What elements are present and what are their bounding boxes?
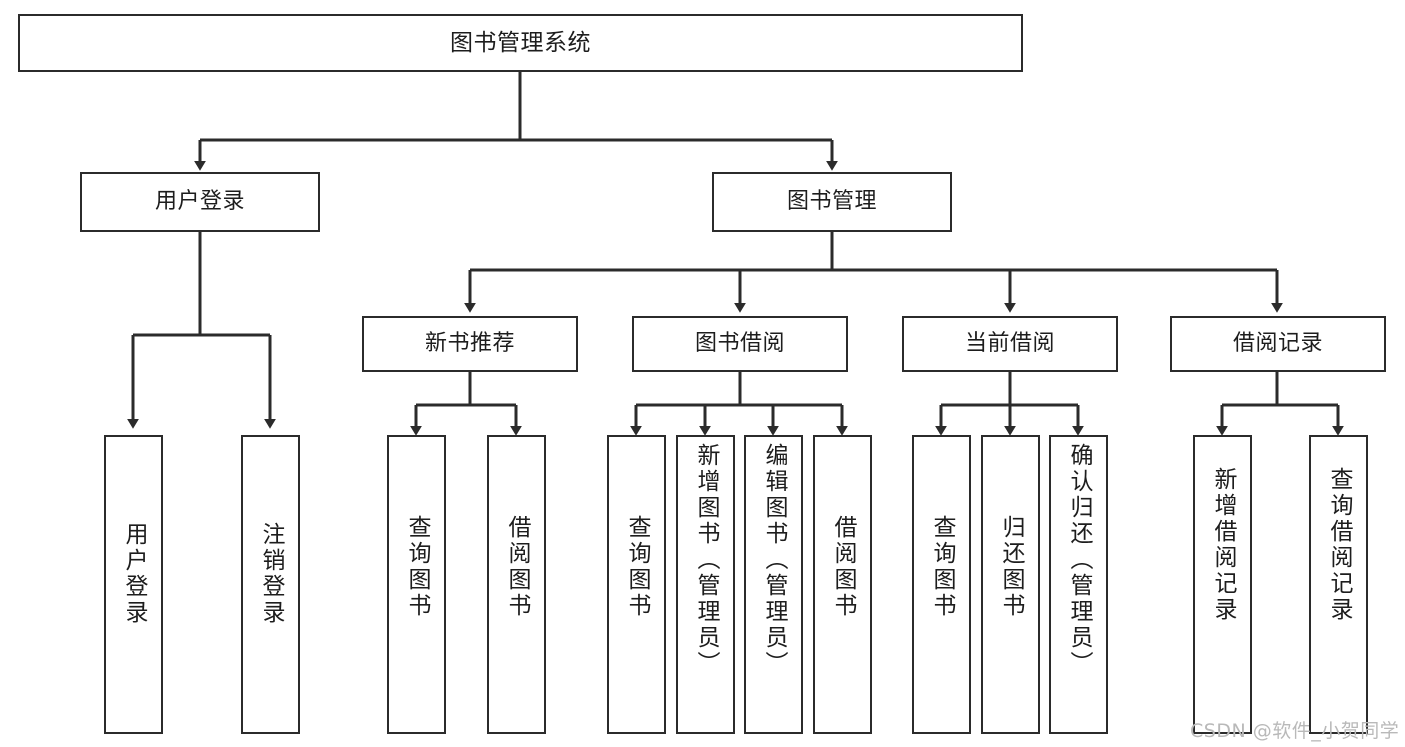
node-label: 新增图书（管理员） [693, 443, 719, 677]
leaf-user-login-login[interactable]: 用户登录 [104, 435, 163, 734]
node-label: 注销登录 [258, 522, 284, 626]
leaf-book-borrow-query-book[interactable]: 查询图书 [607, 435, 666, 734]
node-label: 图书借阅 [694, 330, 785, 356]
leaf-borrow-record-query-record[interactable]: 查询借阅记录 [1309, 435, 1368, 734]
node-label: 图书管理系统 [450, 29, 591, 56]
leaf-borrow-record-add-record[interactable]: 新增借阅记录 [1193, 435, 1252, 734]
node-label: 借阅图书 [504, 515, 530, 619]
node-label: 借阅记录 [1232, 330, 1323, 356]
node-label: 新书推荐 [424, 330, 515, 356]
leaf-book-borrow-borrow-book[interactable]: 借阅图书 [813, 435, 872, 734]
node-label: 用户登录 [154, 188, 245, 214]
leaf-book-borrow-edit-book-admin[interactable]: 编辑图书（管理员） [744, 435, 803, 734]
node-label: 查询借阅记录 [1326, 467, 1352, 623]
leaf-current-borrow-query-book[interactable]: 查询图书 [912, 435, 971, 734]
node-label: 图书管理 [786, 188, 877, 214]
leaf-user-login-logout[interactable]: 注销登录 [241, 435, 300, 734]
node-label: 当前借阅 [964, 330, 1055, 356]
node-label: 借阅图书 [830, 515, 856, 619]
node-label: 新增借阅记录 [1210, 467, 1236, 623]
node-label: 查询图书 [624, 515, 650, 619]
node-label: 查询图书 [929, 515, 955, 619]
node-label: 用户登录 [121, 522, 147, 626]
node-current-borrow[interactable]: 当前借阅 [902, 316, 1118, 372]
leaf-new-book-borrow-book[interactable]: 借阅图书 [487, 435, 546, 734]
node-label: 编辑图书（管理员） [761, 443, 787, 677]
node-borrow-record[interactable]: 借阅记录 [1170, 316, 1386, 372]
csdn-watermark: CSDN @软件_小贺同学 [1190, 720, 1400, 742]
node-label: 确认归还（管理员） [1066, 443, 1092, 677]
node-user-login[interactable]: 用户登录 [80, 172, 320, 232]
leaf-current-borrow-return-book[interactable]: 归还图书 [981, 435, 1040, 734]
leaf-book-borrow-add-book-admin[interactable]: 新增图书（管理员） [676, 435, 735, 734]
node-book-management[interactable]: 图书管理 [712, 172, 952, 232]
leaf-new-book-query-book[interactable]: 查询图书 [387, 435, 446, 734]
node-new-book-recommend[interactable]: 新书推荐 [362, 316, 578, 372]
node-label: 查询图书 [404, 515, 430, 619]
node-book-management-system[interactable]: 图书管理系统 [18, 14, 1023, 72]
node-book-borrow[interactable]: 图书借阅 [632, 316, 848, 372]
node-label: 归还图书 [998, 515, 1024, 619]
leaf-current-borrow-confirm-return-admin[interactable]: 确认归还（管理员） [1049, 435, 1108, 734]
